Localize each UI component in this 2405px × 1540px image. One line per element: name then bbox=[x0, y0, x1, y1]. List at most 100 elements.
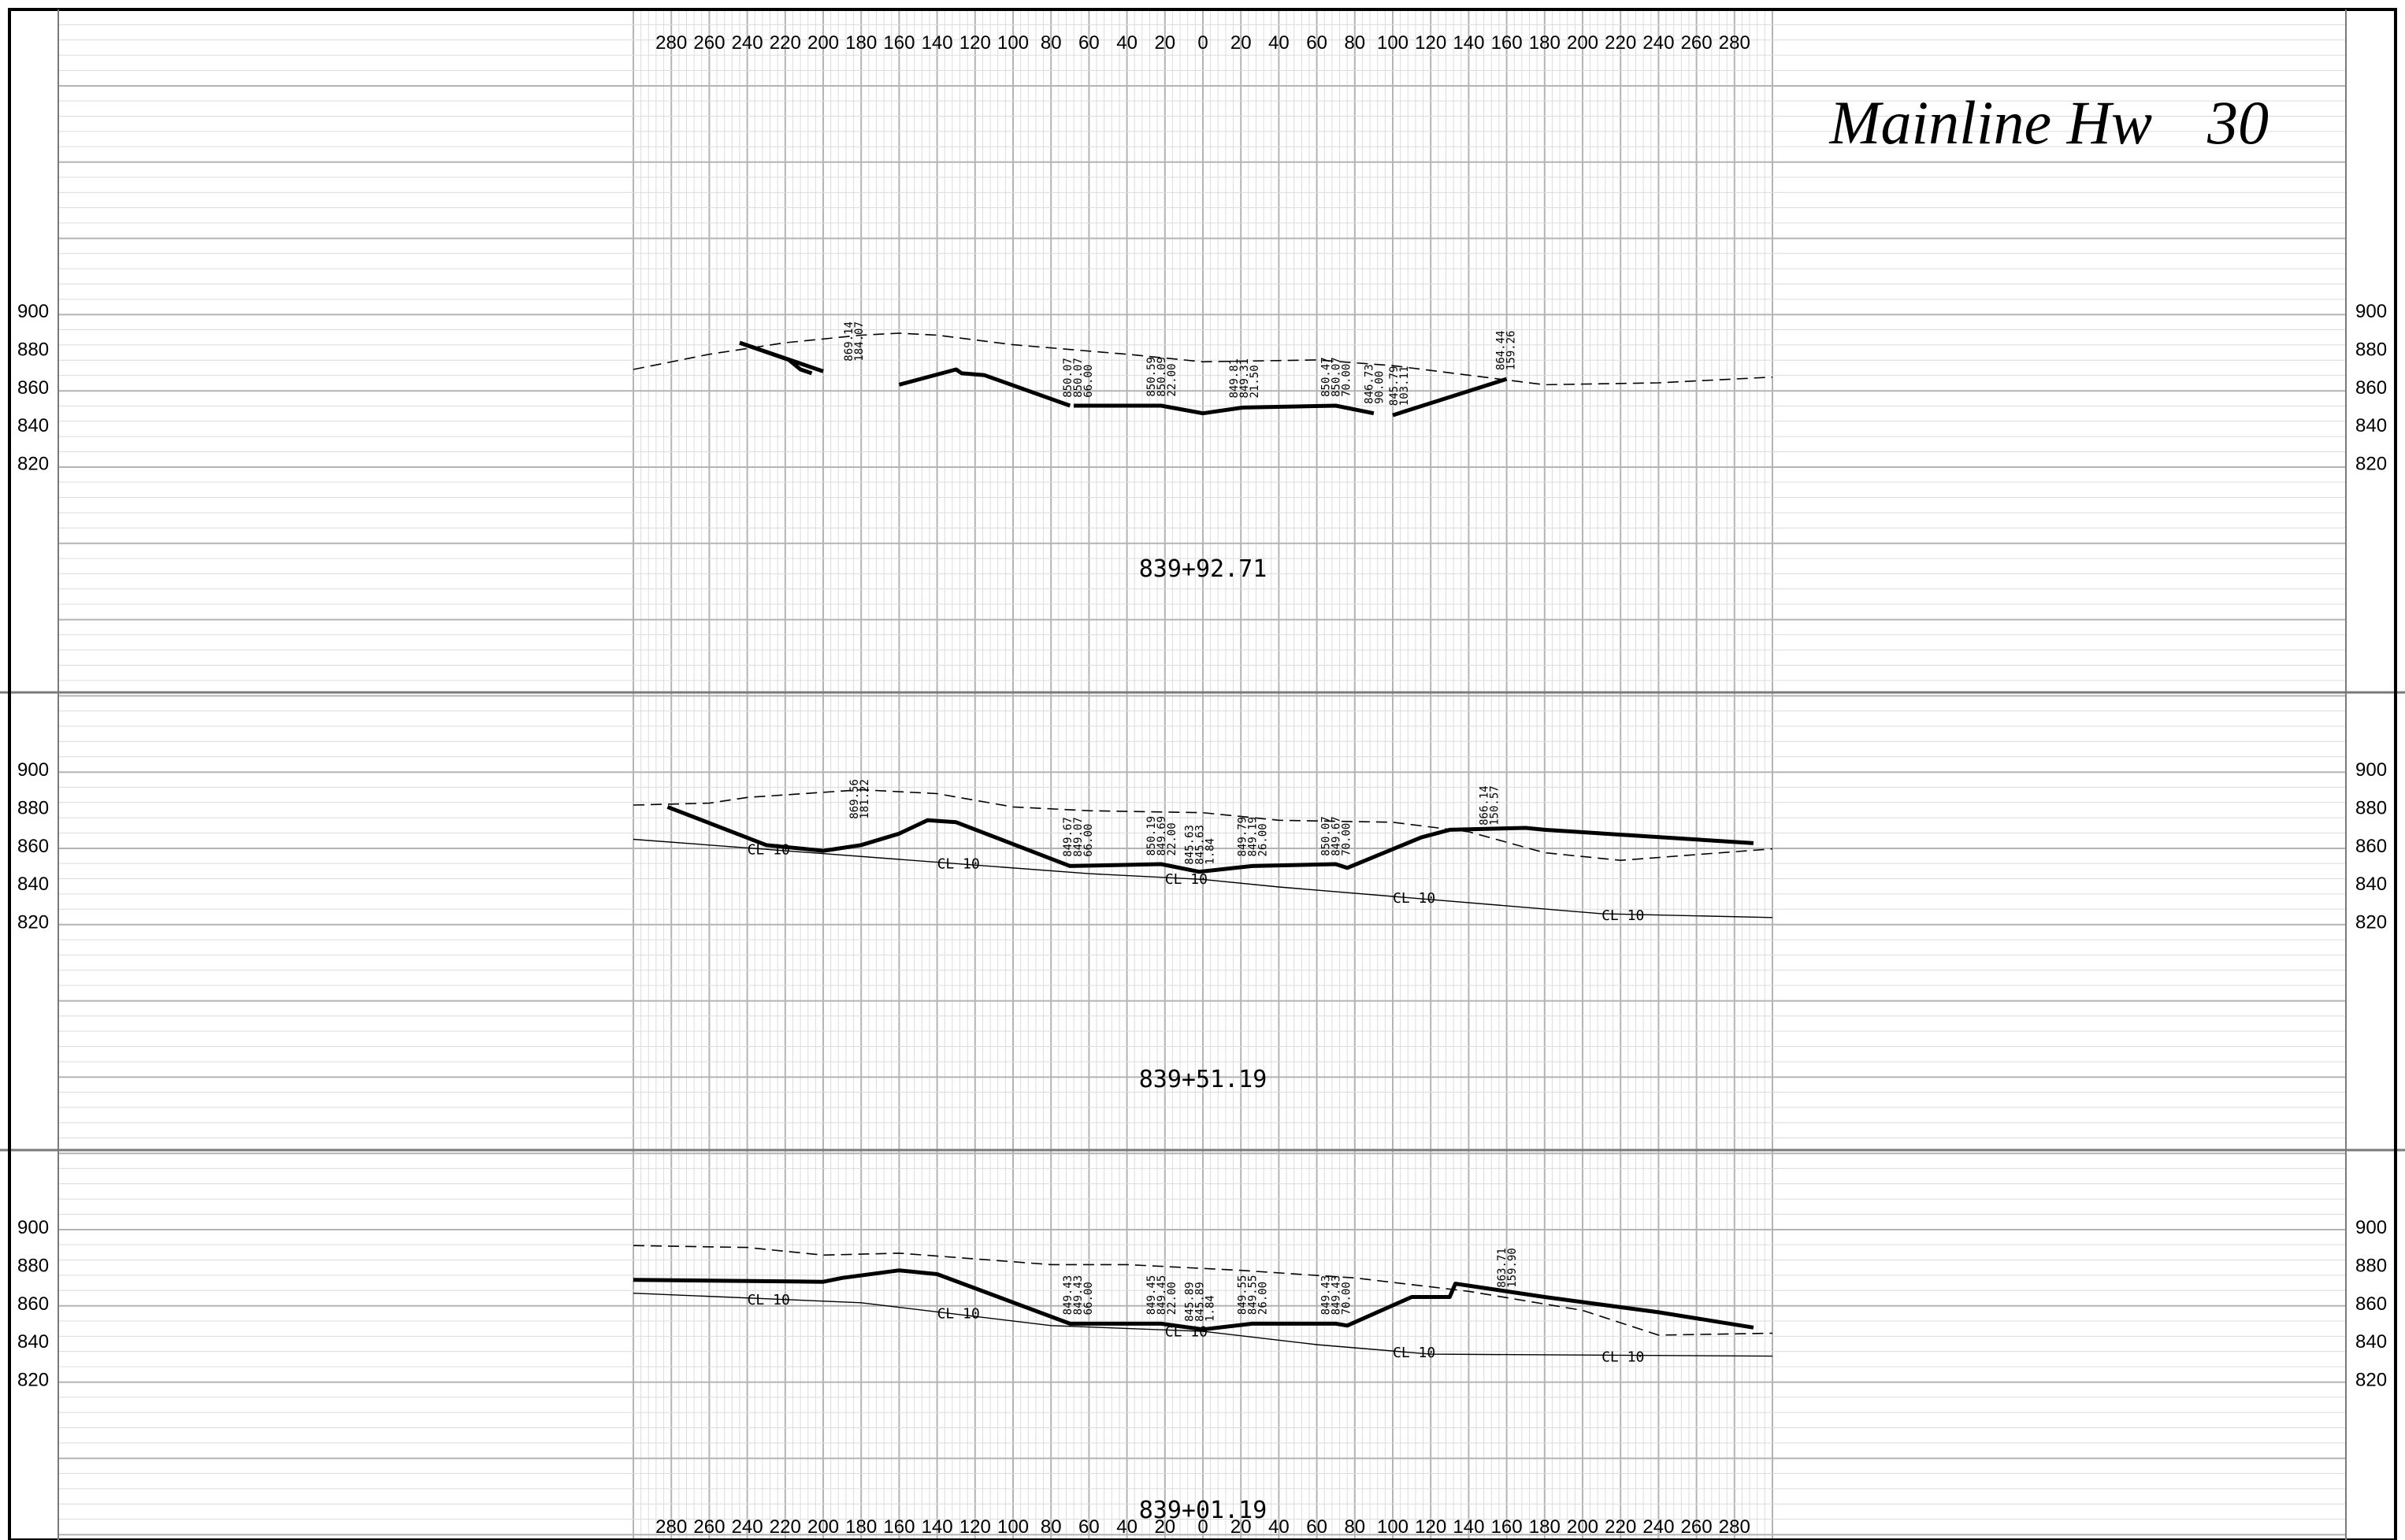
y-tick-label: 900 bbox=[17, 1217, 49, 1238]
x-tick-label: 200 bbox=[807, 1516, 839, 1538]
existing-ground-polyline bbox=[633, 1245, 1773, 1336]
annotation-line: 864.44 bbox=[1494, 331, 1507, 371]
x-tick-label: 80 bbox=[1344, 32, 1365, 54]
y-tick-label: 840 bbox=[2355, 415, 2387, 436]
annotation-line: 846.73 bbox=[1363, 364, 1375, 404]
x-tick-label: 80 bbox=[1041, 32, 1062, 54]
y-tick-label: 880 bbox=[17, 797, 49, 818]
annotation-line: 850.19 bbox=[1145, 816, 1158, 856]
x-tick-label: 140 bbox=[1453, 1516, 1484, 1538]
y-tick-label: 880 bbox=[2355, 1255, 2387, 1276]
x-tick-label: 160 bbox=[883, 1516, 915, 1538]
existing-ground-polyline bbox=[633, 332, 1773, 386]
y-tick-label: 880 bbox=[2355, 797, 2387, 818]
annotation-line: 849.67 bbox=[1331, 816, 1343, 856]
design-template-line bbox=[739, 340, 1508, 417]
x-tick-label: 200 bbox=[807, 32, 839, 54]
annotation-line: 850.07 bbox=[1072, 358, 1085, 398]
centerline-segment bbox=[633, 838, 1773, 918]
annotation-line: 849.43 bbox=[1072, 1275, 1085, 1315]
annotation-line: 849.45 bbox=[1145, 1275, 1158, 1315]
annotation-line: 70.00 bbox=[1341, 1282, 1353, 1315]
annotation-line: 850.09 bbox=[1156, 357, 1168, 397]
annotation-line: 849.45 bbox=[1156, 1275, 1168, 1315]
annotation-line: 159.26 bbox=[1505, 331, 1517, 371]
annotation-line: 850.59 bbox=[1145, 357, 1158, 397]
x-tick-label: 40 bbox=[1116, 1516, 1138, 1538]
centerline-label: CL 10 bbox=[1601, 907, 1644, 924]
annotation-line: 866.14 bbox=[1478, 785, 1490, 826]
annotation-line: 869.14 bbox=[843, 321, 855, 362]
x-tick-label: 200 bbox=[1567, 1516, 1598, 1538]
x-tick-label: 280 bbox=[655, 32, 687, 54]
x-tick-label: 60 bbox=[1306, 32, 1327, 54]
annotation-line: 103.11 bbox=[1398, 366, 1411, 406]
x-tick-label: 100 bbox=[997, 1516, 1029, 1538]
annotation-line: 159.90 bbox=[1506, 1248, 1519, 1288]
y-tick-label: 820 bbox=[17, 1370, 49, 1391]
y-tick-label: 880 bbox=[2355, 339, 2387, 360]
annotation-line: 850.07 bbox=[1320, 816, 1333, 856]
y-tick-label: 880 bbox=[17, 339, 49, 360]
x-tick-label: 140 bbox=[922, 32, 953, 54]
design-segment bbox=[1392, 377, 1508, 417]
y-tick-label: 860 bbox=[17, 836, 49, 857]
y-tick-label: 860 bbox=[2355, 1293, 2387, 1315]
x-tick-label: 120 bbox=[1415, 32, 1446, 54]
centerline-label: CL 10 bbox=[1393, 890, 1435, 907]
annotation-line: 181.22 bbox=[859, 779, 871, 819]
annotation-line: 90.00 bbox=[1373, 371, 1386, 404]
x-tick-label: 240 bbox=[1642, 1516, 1674, 1538]
y-tick-label: 820 bbox=[17, 912, 49, 933]
sheet-border bbox=[8, 8, 2397, 1540]
x-tick-label: 160 bbox=[1491, 32, 1523, 54]
x-tick-label: 0 bbox=[1197, 1516, 1208, 1538]
x-tick-label: 240 bbox=[732, 32, 763, 54]
x-tick-label: 260 bbox=[1681, 1516, 1713, 1538]
annotation-line: 66.00 bbox=[1082, 365, 1095, 398]
annotation-line: 849.55 bbox=[1247, 1275, 1260, 1315]
annotation-line: 22.00 bbox=[1166, 822, 1178, 855]
x-tick-label: 0 bbox=[1197, 32, 1208, 54]
x-tick-label: 280 bbox=[1719, 1516, 1750, 1538]
y-tick-label: 880 bbox=[17, 1255, 49, 1276]
annotation-line: 845.89 bbox=[1184, 1282, 1197, 1322]
annotation-line: 184.07 bbox=[853, 321, 866, 362]
annotation-line: 845.63 bbox=[1184, 825, 1197, 865]
x-tick-label: 280 bbox=[1719, 32, 1750, 54]
x-tick-label: 20 bbox=[1230, 1516, 1252, 1538]
annotation-line: 845.63 bbox=[1194, 825, 1207, 865]
station-label: 839+51.19 bbox=[1139, 1066, 1267, 1093]
y-tick-label: 900 bbox=[17, 759, 49, 781]
design-template-line bbox=[633, 1268, 1754, 1332]
annotation-line: 150.57 bbox=[1488, 785, 1501, 826]
centerline-label: CL 10 bbox=[1393, 1345, 1435, 1361]
centerline-label: CL 10 bbox=[1165, 1323, 1208, 1340]
annotation-line: 26.00 bbox=[1257, 823, 1270, 856]
annotation-line: 849.69 bbox=[1156, 816, 1168, 856]
x-tick-label: 180 bbox=[1529, 1516, 1561, 1538]
x-tick-label: 40 bbox=[1268, 1516, 1290, 1538]
x-tick-label: 220 bbox=[770, 32, 801, 54]
annotation-line: 850.07 bbox=[1331, 357, 1343, 397]
y-tick-label: 820 bbox=[17, 454, 49, 475]
x-tick-label: 40 bbox=[1268, 32, 1290, 54]
annotation-line: 1.84 bbox=[1204, 1295, 1217, 1322]
